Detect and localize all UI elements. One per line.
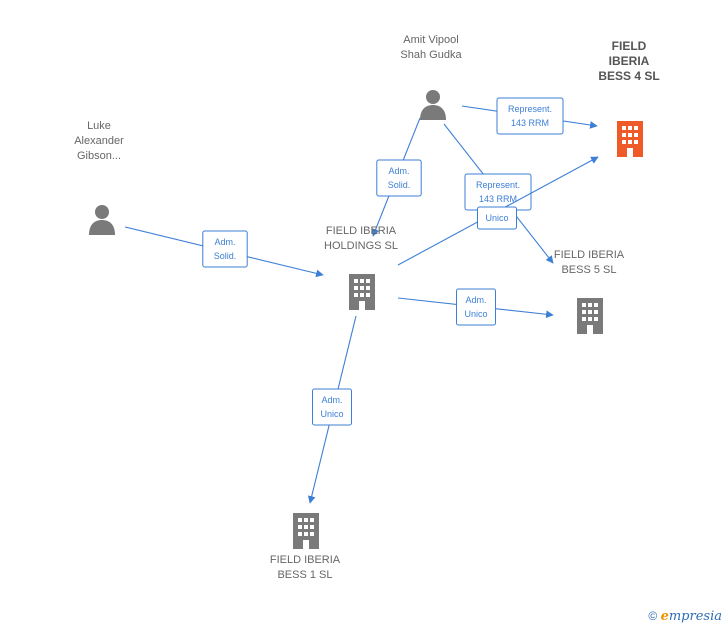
node-label: Amit Vipool [403, 34, 458, 46]
edge-label-text: Represent. [476, 180, 520, 190]
node-label: FIELD IBERIA [270, 554, 341, 566]
node-fih[interactable]: FIELD IBERIA HOLDINGS SL [324, 225, 398, 310]
node-label: FIELD IBERIA [554, 249, 625, 261]
edge-label-box[interactable] [496, 97, 564, 135]
node-label: IBERIA [609, 54, 650, 68]
building-icon [577, 298, 603, 334]
person-icon [420, 90, 446, 120]
node-label: BESS 4 SL [598, 69, 659, 83]
edge-label-text: Adm. [321, 395, 342, 405]
copyright-notice: © empresia [648, 609, 722, 624]
node-label: BESS 1 SL [277, 569, 332, 581]
building-icon [293, 513, 319, 549]
edge-label-box[interactable] [202, 230, 248, 268]
building-icon [349, 274, 375, 310]
edge-label-text: 143 RRM [511, 118, 549, 128]
copyright-symbol: © [648, 609, 658, 623]
node-label: FIELD IBERIA [326, 225, 397, 237]
edges-layer: Represent. 143 RRM Adm. Solid. Represent. 143… [124, 97, 599, 504]
building-icon [617, 121, 643, 157]
edge-fih-bess1: Adm. Unico [307, 315, 357, 504]
node-label: BESS 5 SL [561, 264, 616, 276]
edge-amit-fih: Adm. Solid. [371, 117, 422, 237]
node-bess5[interactable]: FIELD IBERIA BESS 5 SL [554, 249, 625, 334]
empresia-logo: empresia [660, 609, 722, 624]
edge-label-box[interactable] [456, 288, 496, 326]
edge-amit-bess4: Represent. 143 RRM [461, 97, 598, 135]
person-icon [89, 205, 115, 235]
edge-label-box[interactable] [477, 206, 517, 230]
edge-label-text: 143 RRM [479, 194, 517, 204]
node-label: FIELD [612, 39, 647, 53]
edge-label-text: Unico [464, 309, 487, 319]
edge-label-text: Unico [320, 409, 343, 419]
edge-luke-fih: Adm. Solid. [124, 226, 324, 278]
edge-label-text: Adm. [465, 295, 486, 305]
edge-fih-bess5: Adm. Unico [397, 288, 554, 326]
edge-label-text: Adm. [388, 166, 409, 176]
node-label: Gibson... [77, 150, 121, 162]
edge-label-text: Solid. [388, 180, 411, 190]
node-label: Alexander [74, 135, 124, 147]
node-luke[interactable]: LukeAlexanderGibson... [74, 120, 124, 235]
edge-label-box[interactable] [312, 388, 352, 426]
edge-label-text: Solid. [214, 251, 237, 261]
edge-label-text: Unico [485, 213, 508, 223]
node-bess1[interactable]: FIELD IBERIA BESS 1 SL [270, 513, 341, 581]
node-label: HOLDINGS SL [324, 240, 398, 252]
edge-fih-bess4: Unico [397, 156, 599, 266]
edge-amit-bess5: Represent. 143 RRM [443, 123, 554, 264]
edge-label-text: Adm. [214, 237, 235, 247]
node-label: Luke [87, 120, 111, 132]
edge-label-text: Represent. [508, 104, 552, 114]
node-label: Shah Gudka [400, 49, 462, 61]
edge-label-box[interactable] [376, 159, 422, 197]
